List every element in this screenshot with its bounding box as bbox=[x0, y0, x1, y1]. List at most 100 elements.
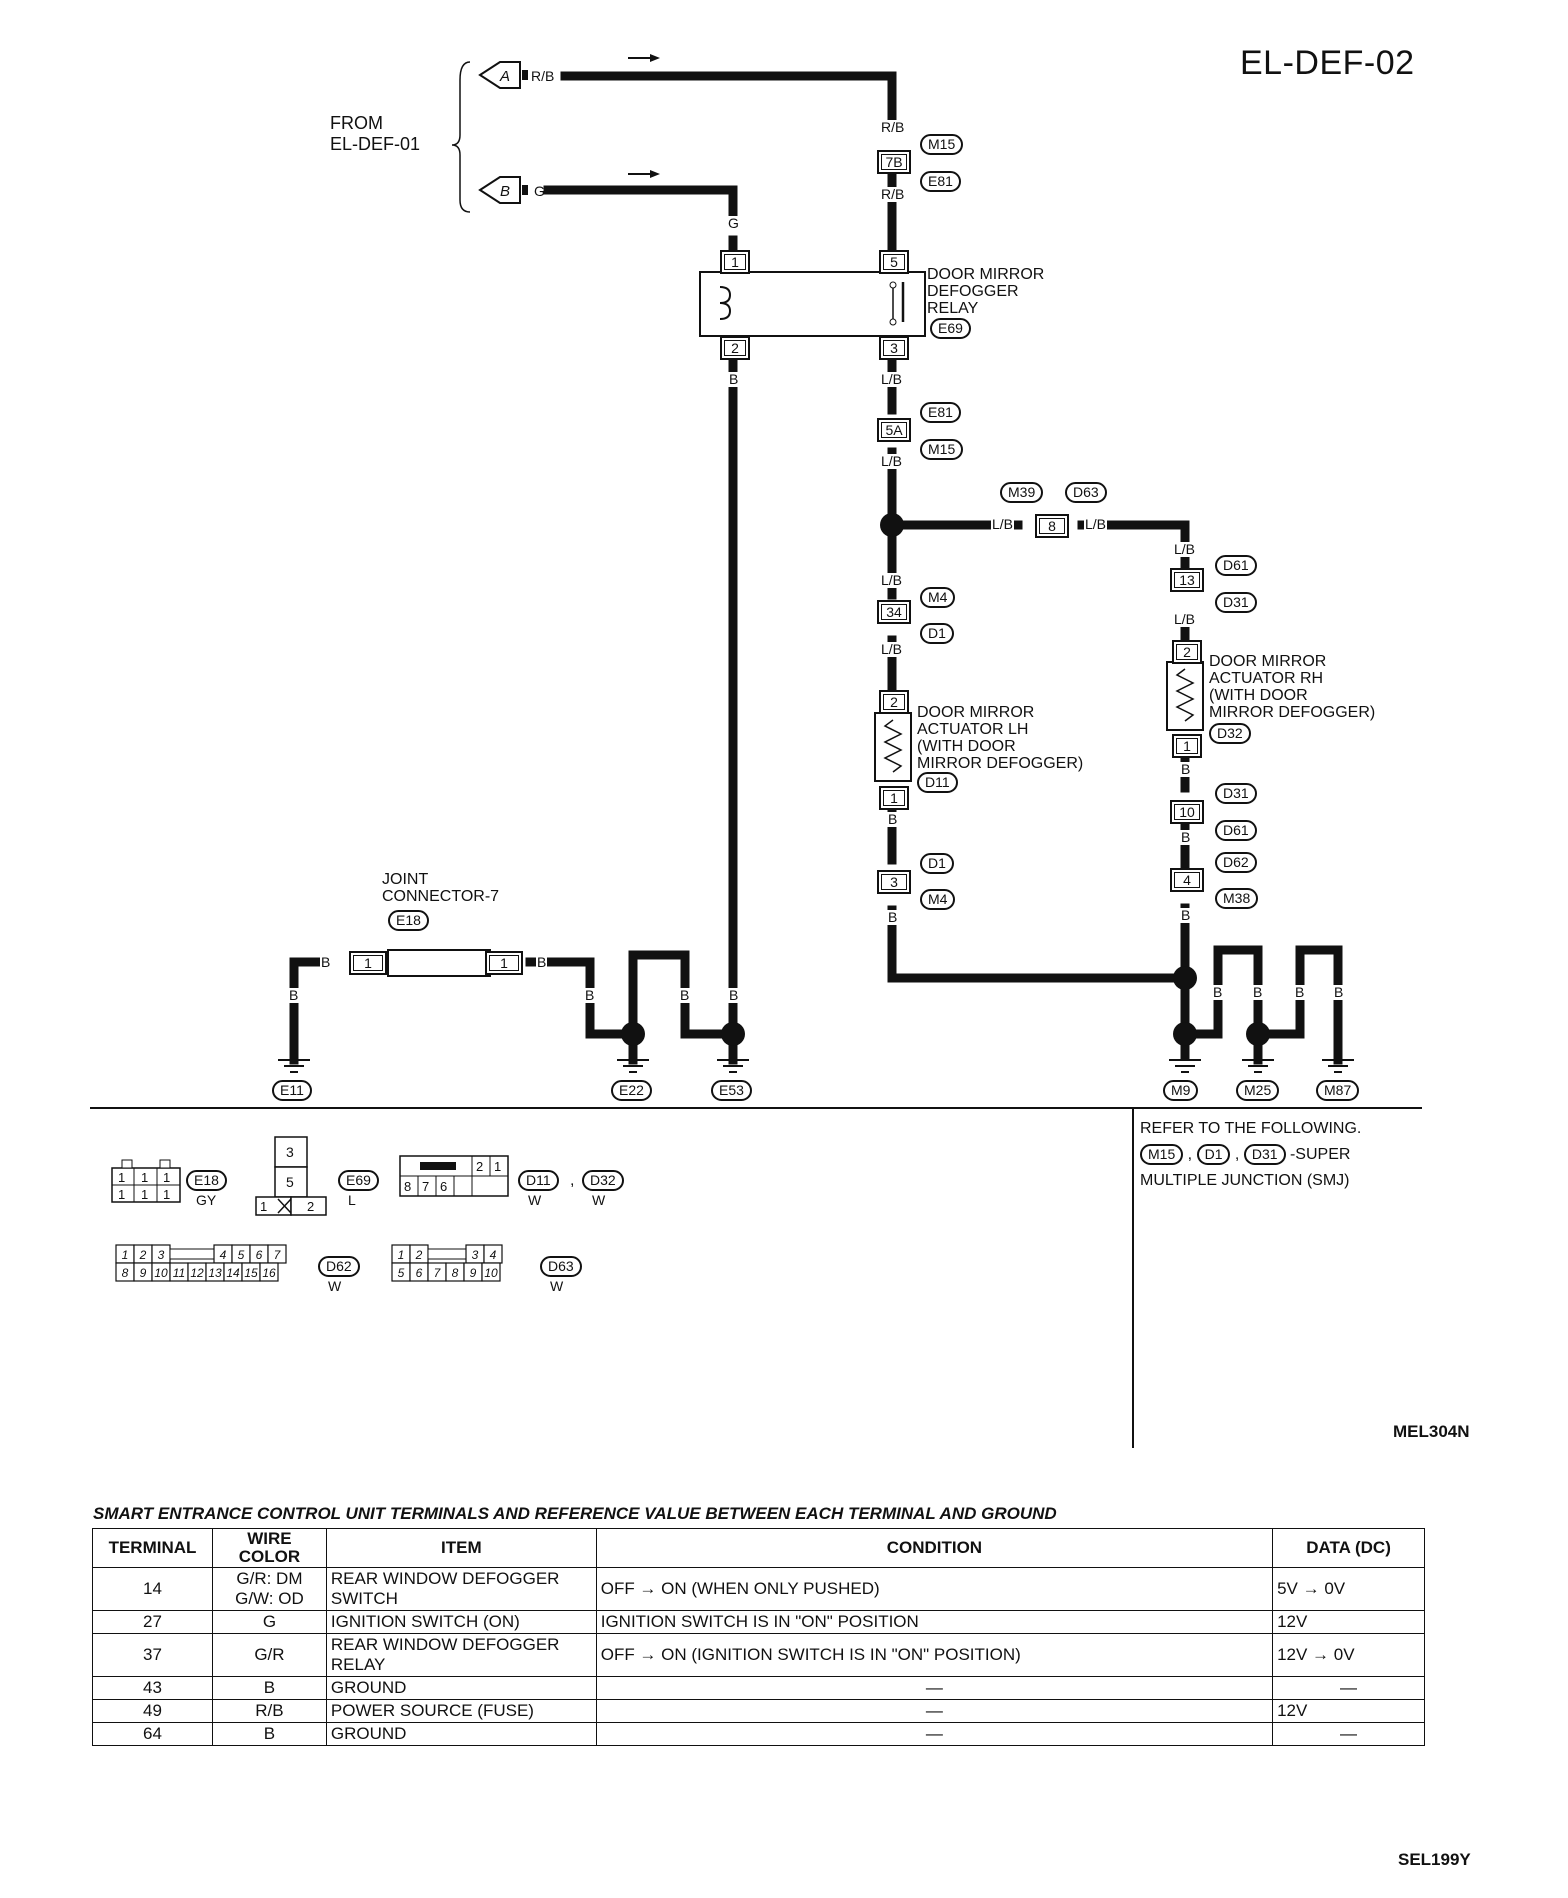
actuator-lh-body bbox=[874, 712, 912, 782]
joint-connector-body bbox=[387, 949, 491, 977]
connector-13: 13 bbox=[1170, 568, 1204, 592]
pin-number: 16 bbox=[262, 1266, 276, 1280]
relay-pin-1: 1 bbox=[720, 250, 750, 274]
table-title: SMART ENTRANCE CONTROL UNIT TERMINALS AN… bbox=[93, 1504, 1057, 1523]
header-item: ITEM bbox=[325, 1528, 597, 1568]
relay-code-e69: E69 bbox=[930, 318, 971, 339]
view-code-d32: D32 bbox=[582, 1170, 624, 1191]
junction-dots bbox=[621, 513, 1270, 1046]
pin-number: 12 bbox=[190, 1266, 204, 1280]
cell-data: 5V → 0V bbox=[1272, 1567, 1425, 1611]
cell-item: GROUND bbox=[325, 1722, 597, 1746]
cell-item-text: GROUND bbox=[330, 1724, 407, 1743]
connector-10: 10 bbox=[1170, 800, 1204, 824]
ground-e53: E53 bbox=[711, 1080, 752, 1101]
cell-terminal-text: 64 bbox=[143, 1724, 162, 1743]
view-e18: 1 1 1 1 1 1 bbox=[111, 1159, 181, 1203]
connector-4: 4 bbox=[1170, 868, 1204, 892]
refer-note: REFER TO THE FOLLOWING. M15 , D1 , D31 -… bbox=[1140, 1116, 1520, 1194]
pin-number: 1 bbox=[122, 1248, 129, 1262]
heater-resistor-icon bbox=[883, 719, 903, 773]
actuator-lh-pin-2: 2 bbox=[879, 690, 909, 714]
cell-item: IGNITION SWITCH (ON) bbox=[325, 1610, 597, 1634]
wire-label-b: B bbox=[1180, 761, 1192, 777]
svg-text:1: 1 bbox=[260, 1199, 267, 1214]
wire-label-g: G bbox=[727, 215, 740, 231]
cell-condition: OFF → ON (IGNITION SWITCH IS IN "ON" POS… bbox=[595, 1633, 1274, 1677]
pin-number: 5 bbox=[398, 1266, 405, 1280]
view-separator: , bbox=[570, 1172, 575, 1189]
cell-item: REAR WINDOW DEFOGGER RELAY bbox=[325, 1633, 597, 1677]
code-d61: D61 bbox=[1215, 820, 1257, 841]
cell-wire-text: R/B bbox=[255, 1701, 284, 1720]
code-e18: E18 bbox=[388, 910, 429, 931]
wire-label-lb: L/B bbox=[880, 371, 904, 387]
relay-pin-3: 3 bbox=[879, 336, 909, 360]
input-a-letter: A bbox=[499, 68, 510, 85]
header-terminal: TERMINAL bbox=[92, 1528, 213, 1568]
wire-label-b: B bbox=[1212, 984, 1224, 1000]
cell-wire-text: G bbox=[262, 1612, 277, 1631]
cell-item: GROUND bbox=[325, 1676, 597, 1700]
ground-m25: M25 bbox=[1236, 1080, 1280, 1101]
diagram-title: EL-DEF-02 bbox=[1240, 44, 1415, 82]
code-m4: M4 bbox=[920, 889, 956, 910]
cell-condition: — bbox=[595, 1722, 1274, 1746]
cell-condition: IGNITION SWITCH IS IN "ON" POSITION bbox=[595, 1610, 1274, 1634]
view-code-d63: D63 bbox=[540, 1256, 582, 1277]
ground-e11: E11 bbox=[272, 1080, 312, 1101]
code-d31: D31 bbox=[1215, 783, 1257, 804]
cell-data-text: — bbox=[1340, 1724, 1358, 1743]
wire-label-lb: L/B bbox=[991, 516, 1015, 532]
cell-item: POWER SOURCE (FUSE) bbox=[325, 1699, 597, 1723]
header-wire-color: WIRE COLOR bbox=[211, 1528, 327, 1568]
code-m4: M4 bbox=[920, 587, 956, 608]
cell-terminal: 27 bbox=[92, 1610, 213, 1634]
pin-number: 13 bbox=[208, 1266, 222, 1280]
svg-text:6: 6 bbox=[440, 1179, 447, 1194]
code-d63: D63 bbox=[1065, 482, 1107, 503]
cell-terminal-text: 27 bbox=[143, 1612, 162, 1631]
code-d62: D62 bbox=[1215, 852, 1257, 873]
wire-label-lb: L/B bbox=[880, 453, 904, 469]
joint-pin-left: 1 bbox=[349, 951, 387, 975]
wire-label-b: B bbox=[584, 987, 596, 1003]
input-b-letter: B bbox=[500, 183, 510, 200]
cell-data-text: 12V bbox=[1277, 1701, 1308, 1720]
cell-terminal: 43 bbox=[92, 1676, 213, 1700]
cell-terminal: 64 bbox=[92, 1722, 213, 1746]
cell-item: REAR WINDOW DEFOGGER SWITCH bbox=[325, 1567, 597, 1611]
wire-label-b: B bbox=[288, 987, 300, 1003]
cell-data-text: 12V → 0V bbox=[1277, 1645, 1355, 1664]
pin-number: 4 bbox=[220, 1248, 227, 1262]
svg-text:1: 1 bbox=[118, 1170, 125, 1185]
actuator-rh-label: DOOR MIRROR ACTUATOR RH (WITH DOOR MIRRO… bbox=[1209, 653, 1376, 721]
pin-number: 9 bbox=[140, 1266, 147, 1280]
view-color-e18: GY bbox=[196, 1192, 217, 1208]
ground-symbols bbox=[278, 1059, 1354, 1073]
relay-label: DOOR MIRROR DEFOGGER RELAY bbox=[927, 266, 1045, 317]
wire-label-b: B bbox=[320, 954, 332, 970]
wire-label-b: B bbox=[887, 811, 899, 827]
pin-number: 7 bbox=[434, 1266, 442, 1280]
table-row: 27 G IGNITION SWITCH (ON)IGNITION SWITCH I… bbox=[92, 1610, 1425, 1634]
view-d11: 2 1 8 7 6 bbox=[399, 1155, 509, 1197]
view-color-d32: W bbox=[592, 1192, 606, 1208]
cell-terminal-text: 14 bbox=[143, 1579, 162, 1598]
wire-label-b: B bbox=[728, 371, 740, 387]
cell-data: — bbox=[1272, 1722, 1425, 1746]
code-d1: D1 bbox=[920, 853, 954, 874]
ground-m87: M87 bbox=[1316, 1080, 1360, 1101]
wire-label-b: B bbox=[887, 909, 899, 925]
pin-number: 14 bbox=[226, 1266, 240, 1280]
joint-pin-right: 1 bbox=[485, 951, 523, 975]
actuator-rh-pin-2: 2 bbox=[1172, 640, 1202, 664]
cell-item-text: GROUND bbox=[330, 1678, 407, 1697]
wire-label-rb-input: R/B bbox=[531, 68, 554, 84]
code-e81: E81 bbox=[920, 171, 961, 192]
pin-number: 7 bbox=[274, 1248, 282, 1262]
